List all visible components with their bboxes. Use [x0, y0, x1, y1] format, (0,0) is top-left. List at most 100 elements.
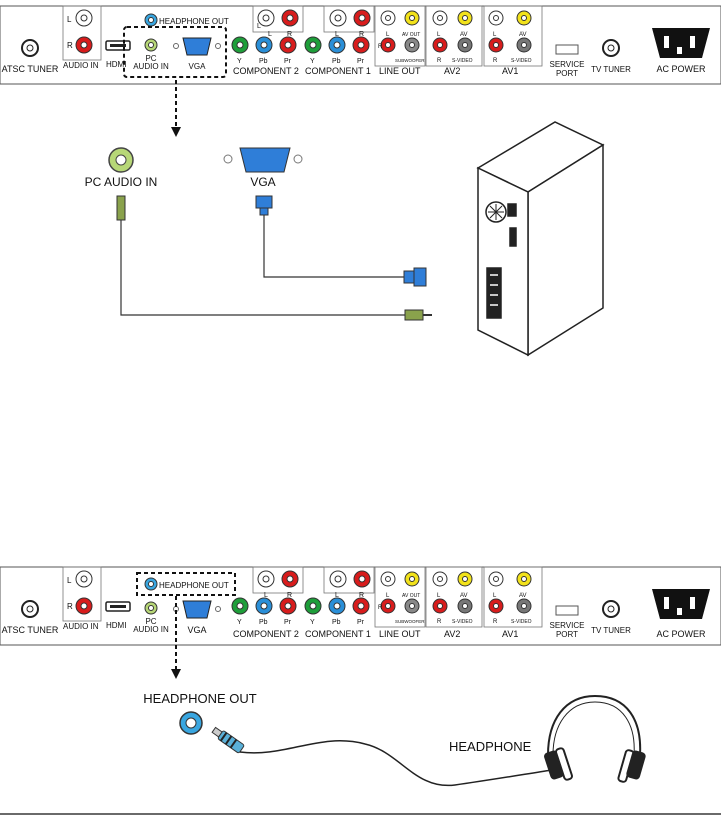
headphone-plug — [211, 726, 245, 754]
svg-text:R: R — [67, 41, 73, 50]
svg-text:AV: AV — [460, 32, 468, 38]
svg-text:Pr: Pr — [284, 58, 292, 65]
svg-text:R: R — [437, 619, 442, 625]
svg-text:L: L — [437, 593, 441, 599]
hdmi-label: HDMI — [106, 60, 126, 69]
svg-text:SERVICE: SERVICE — [550, 60, 585, 69]
svg-text:Pb: Pb — [259, 619, 268, 626]
headphone-cable — [239, 740, 553, 787]
audio-cable — [120, 220, 405, 316]
svg-text:R: R — [493, 58, 498, 64]
svg-text:HDMI: HDMI — [106, 621, 126, 630]
svg-text:Pb: Pb — [259, 58, 268, 65]
svg-text:COMPONENT 2: COMPONENT 2 — [233, 629, 299, 639]
svg-text:TV TUNER: TV TUNER — [591, 626, 631, 635]
svg-text:SUBWOOFER: SUBWOOFER — [395, 58, 425, 63]
atsc-tuner-label: ATSC TUNER — [2, 64, 59, 74]
svg-text:SUBWOOFER: SUBWOOFER — [395, 619, 425, 624]
svg-text:R: R — [287, 31, 292, 38]
svg-text:R: R — [67, 602, 73, 611]
svg-text:PORT: PORT — [556, 69, 578, 78]
svg-text:L: L — [386, 32, 390, 38]
svg-text:L: L — [386, 593, 390, 599]
vga-label: VGA — [250, 175, 275, 189]
vga-label-top: VGA — [189, 62, 207, 71]
svg-text:PC: PC — [145, 54, 156, 63]
headphone-out-jack — [179, 711, 203, 735]
svg-text:L: L — [67, 15, 72, 24]
svg-text:AV1: AV1 — [502, 629, 518, 639]
svg-text:LINE OUT: LINE OUT — [379, 629, 421, 639]
svg-text:Pb: Pb — [332, 58, 341, 65]
svg-text:S-VIDEO: S-VIDEO — [511, 58, 532, 64]
svg-text:R: R — [359, 592, 364, 599]
svg-text:COMPONENT 1: COMPONENT 1 — [305, 629, 371, 639]
svg-text:Pb: Pb — [332, 619, 341, 626]
arrow-head-top — [171, 127, 181, 137]
headphone-label: HEADPHONE — [449, 739, 532, 754]
svg-text:Y: Y — [310, 58, 315, 65]
svg-text:L: L — [335, 31, 339, 38]
line-out-label: LINE OUT — [379, 66, 421, 76]
pc-audio-in-label: PC AUDIO IN — [85, 175, 158, 189]
svg-text:Pr: Pr — [357, 58, 365, 65]
headphone-out-label-bottom-panel: HEADPHONE OUT — [159, 581, 229, 590]
svg-text:L: L — [257, 23, 261, 30]
vga-cable — [263, 215, 404, 278]
vga-port — [182, 37, 212, 56]
svg-text:S-VIDEO: S-VIDEO — [511, 619, 532, 625]
audio-plug — [116, 195, 126, 221]
svg-text:Y: Y — [237, 58, 242, 65]
svg-text:ATSC TUNER: ATSC TUNER — [2, 625, 59, 635]
highlight-box-bottom — [136, 572, 236, 596]
svg-text:R: R — [493, 619, 498, 625]
svg-text:SERVICE: SERVICE — [550, 621, 585, 630]
svg-text:Y: Y — [237, 619, 242, 626]
service-port — [555, 44, 579, 55]
svg-text:AV: AV — [519, 593, 527, 599]
svg-text:Pr: Pr — [284, 619, 292, 626]
ac-power-label: AC POWER — [656, 64, 706, 74]
arrow-head-bottom — [171, 669, 181, 679]
back-panel-bottom: ATSC TUNER L R AUDIO IN HDMI HEADPHONE O… — [0, 566, 721, 646]
svg-text:R: R — [437, 58, 442, 64]
svg-text:AV2: AV2 — [444, 629, 460, 639]
svg-text:AUDIO IN: AUDIO IN — [133, 62, 169, 71]
vga-plug — [255, 195, 273, 209]
svg-text:TV TUNER: TV TUNER — [591, 65, 631, 74]
svg-text:Y: Y — [310, 619, 315, 626]
atsc-tuner-jack — [21, 39, 39, 57]
svg-text:AV: AV — [519, 32, 527, 38]
headphone-out-label: HEADPHONE OUT — [143, 691, 256, 706]
pc-audio-in-jack — [108, 147, 134, 173]
svg-text:AV OUT: AV OUT — [402, 593, 420, 599]
ac-power-socket — [652, 28, 710, 58]
headphone-out-label-top: HEADPHONE OUT — [159, 17, 229, 26]
vga-port-large — [223, 147, 303, 173]
svg-text:AC POWER: AC POWER — [656, 629, 706, 639]
headphone-icon — [544, 694, 646, 783]
av2-label: AV2 — [444, 66, 460, 76]
av1-label: AV1 — [502, 66, 518, 76]
svg-text:VGA: VGA — [187, 625, 206, 635]
svg-text:AV: AV — [460, 593, 468, 599]
svg-text:L: L — [437, 32, 441, 38]
svg-text:L: L — [67, 576, 72, 585]
svg-text:Pr: Pr — [357, 619, 365, 626]
svg-text:L: L — [493, 593, 497, 599]
svg-text:AUDIO IN: AUDIO IN — [63, 622, 99, 631]
svg-text:R: R — [378, 44, 383, 50]
back-panel-top: ATSC TUNER L R AUDIO IN HDMI HEADPHONE O… — [0, 5, 721, 85]
svg-text:R: R — [378, 605, 383, 611]
svg-text:L: L — [268, 31, 272, 38]
svg-text:L: L — [493, 32, 497, 38]
svg-text:S-VIDEO: S-VIDEO — [452, 619, 473, 625]
audio-in-label: AUDIO IN — [63, 61, 99, 70]
pc-tower-icon — [476, 121, 605, 357]
svg-text:PORT: PORT — [556, 630, 578, 639]
svg-text:AUDIO IN: AUDIO IN — [133, 625, 169, 634]
component1-label: COMPONENT 1 — [305, 66, 371, 76]
svg-text:AV OUT: AV OUT — [402, 32, 420, 38]
svg-text:R: R — [359, 31, 364, 38]
